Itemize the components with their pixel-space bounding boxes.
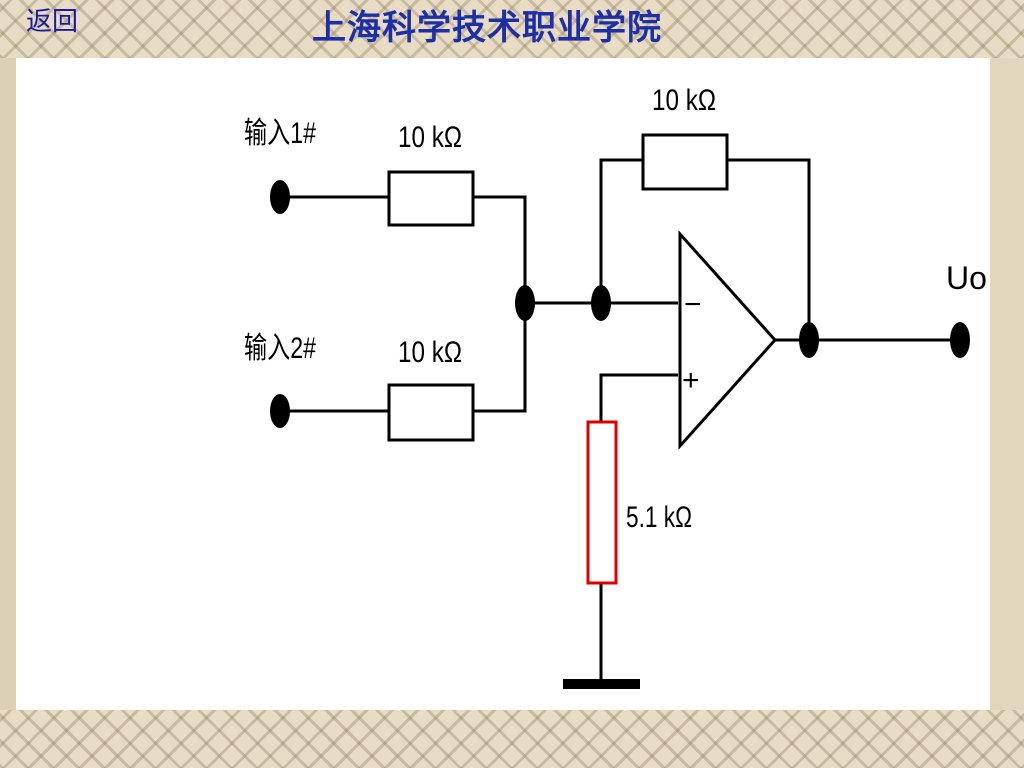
label-output: Uo <box>946 260 987 296</box>
back-link[interactable]: 返回 <box>26 7 79 37</box>
terminal-input2 <box>270 394 290 428</box>
terminal-input1 <box>270 180 290 214</box>
label-input1: 输入1# <box>244 117 316 150</box>
page-title: 上海科学技术职业学院 <box>312 8 662 48</box>
resistor-input2 <box>387 383 475 442</box>
label-r-feedback: 10 kΩ <box>652 84 716 117</box>
wire-input2-to-node <box>473 303 527 413</box>
wire-feedback-right <box>727 158 811 340</box>
resistor-balance <box>586 420 618 585</box>
ground-symbol <box>563 679 640 689</box>
label-inverting-sign: − <box>684 288 702 321</box>
label-r-input2: 10 kΩ <box>398 336 462 369</box>
terminal-output <box>950 322 970 358</box>
left-decorative-border <box>0 58 16 710</box>
label-r-input1: 10 kΩ <box>398 121 462 154</box>
label-r-balance: 5.1 kΩ <box>626 501 692 534</box>
junction-feedback-node <box>591 285 611 321</box>
top-decorative-border <box>0 0 1024 58</box>
junction-summing-node <box>515 285 535 321</box>
label-noninverting-sign: + <box>682 364 700 397</box>
bottom-decorative-border <box>0 710 1024 768</box>
wire-feedback-left <box>599 158 643 303</box>
label-input2: 输入2# <box>244 332 316 365</box>
wire-input1-to-node <box>473 195 527 303</box>
wire-noninverting-input <box>599 373 678 422</box>
resistor-input1 <box>387 170 475 227</box>
slide-content-panel <box>16 58 990 710</box>
op-amp-triangle <box>678 230 778 450</box>
resistor-feedback <box>641 133 729 191</box>
junction-output-node <box>799 322 819 358</box>
right-decorative-border <box>990 58 1024 710</box>
